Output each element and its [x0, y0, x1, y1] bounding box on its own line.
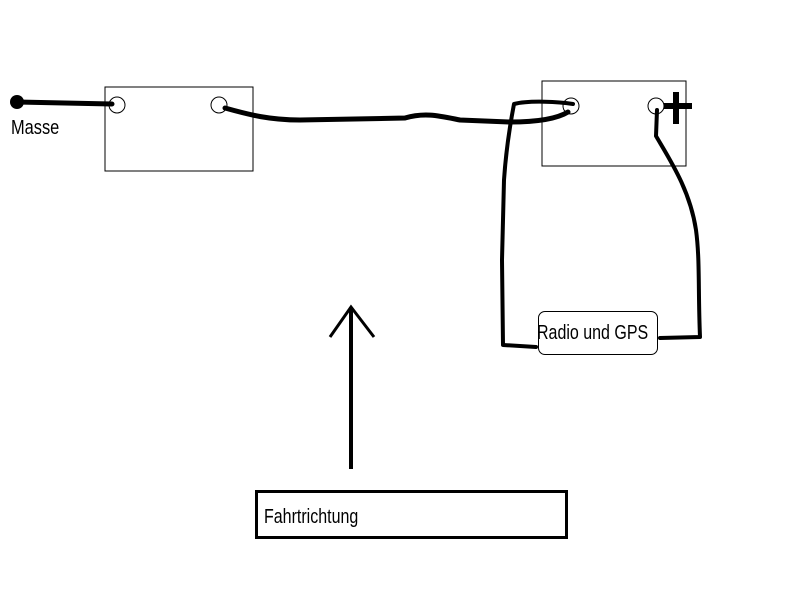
- left-battery-terminal-2: [210, 96, 228, 114]
- radio-plus-wire: [654, 108, 702, 340]
- right-battery-box: [541, 80, 687, 167]
- ground-label: Masse: [11, 117, 60, 139]
- radio-gps-label: Radio und GPS: [537, 322, 649, 344]
- left-battery-box: [104, 86, 254, 172]
- direction-arrow-icon: [328, 304, 376, 469]
- radio-gps-device: [538, 311, 658, 355]
- battery-link-wire: [222, 105, 571, 125]
- direction-label: Fahrtrichtung: [264, 506, 359, 528]
- ground-wire: [14, 99, 115, 107]
- radio-minus-wire: [500, 99, 575, 349]
- direction-box: [255, 490, 568, 539]
- positive-sign-icon: [664, 92, 692, 124]
